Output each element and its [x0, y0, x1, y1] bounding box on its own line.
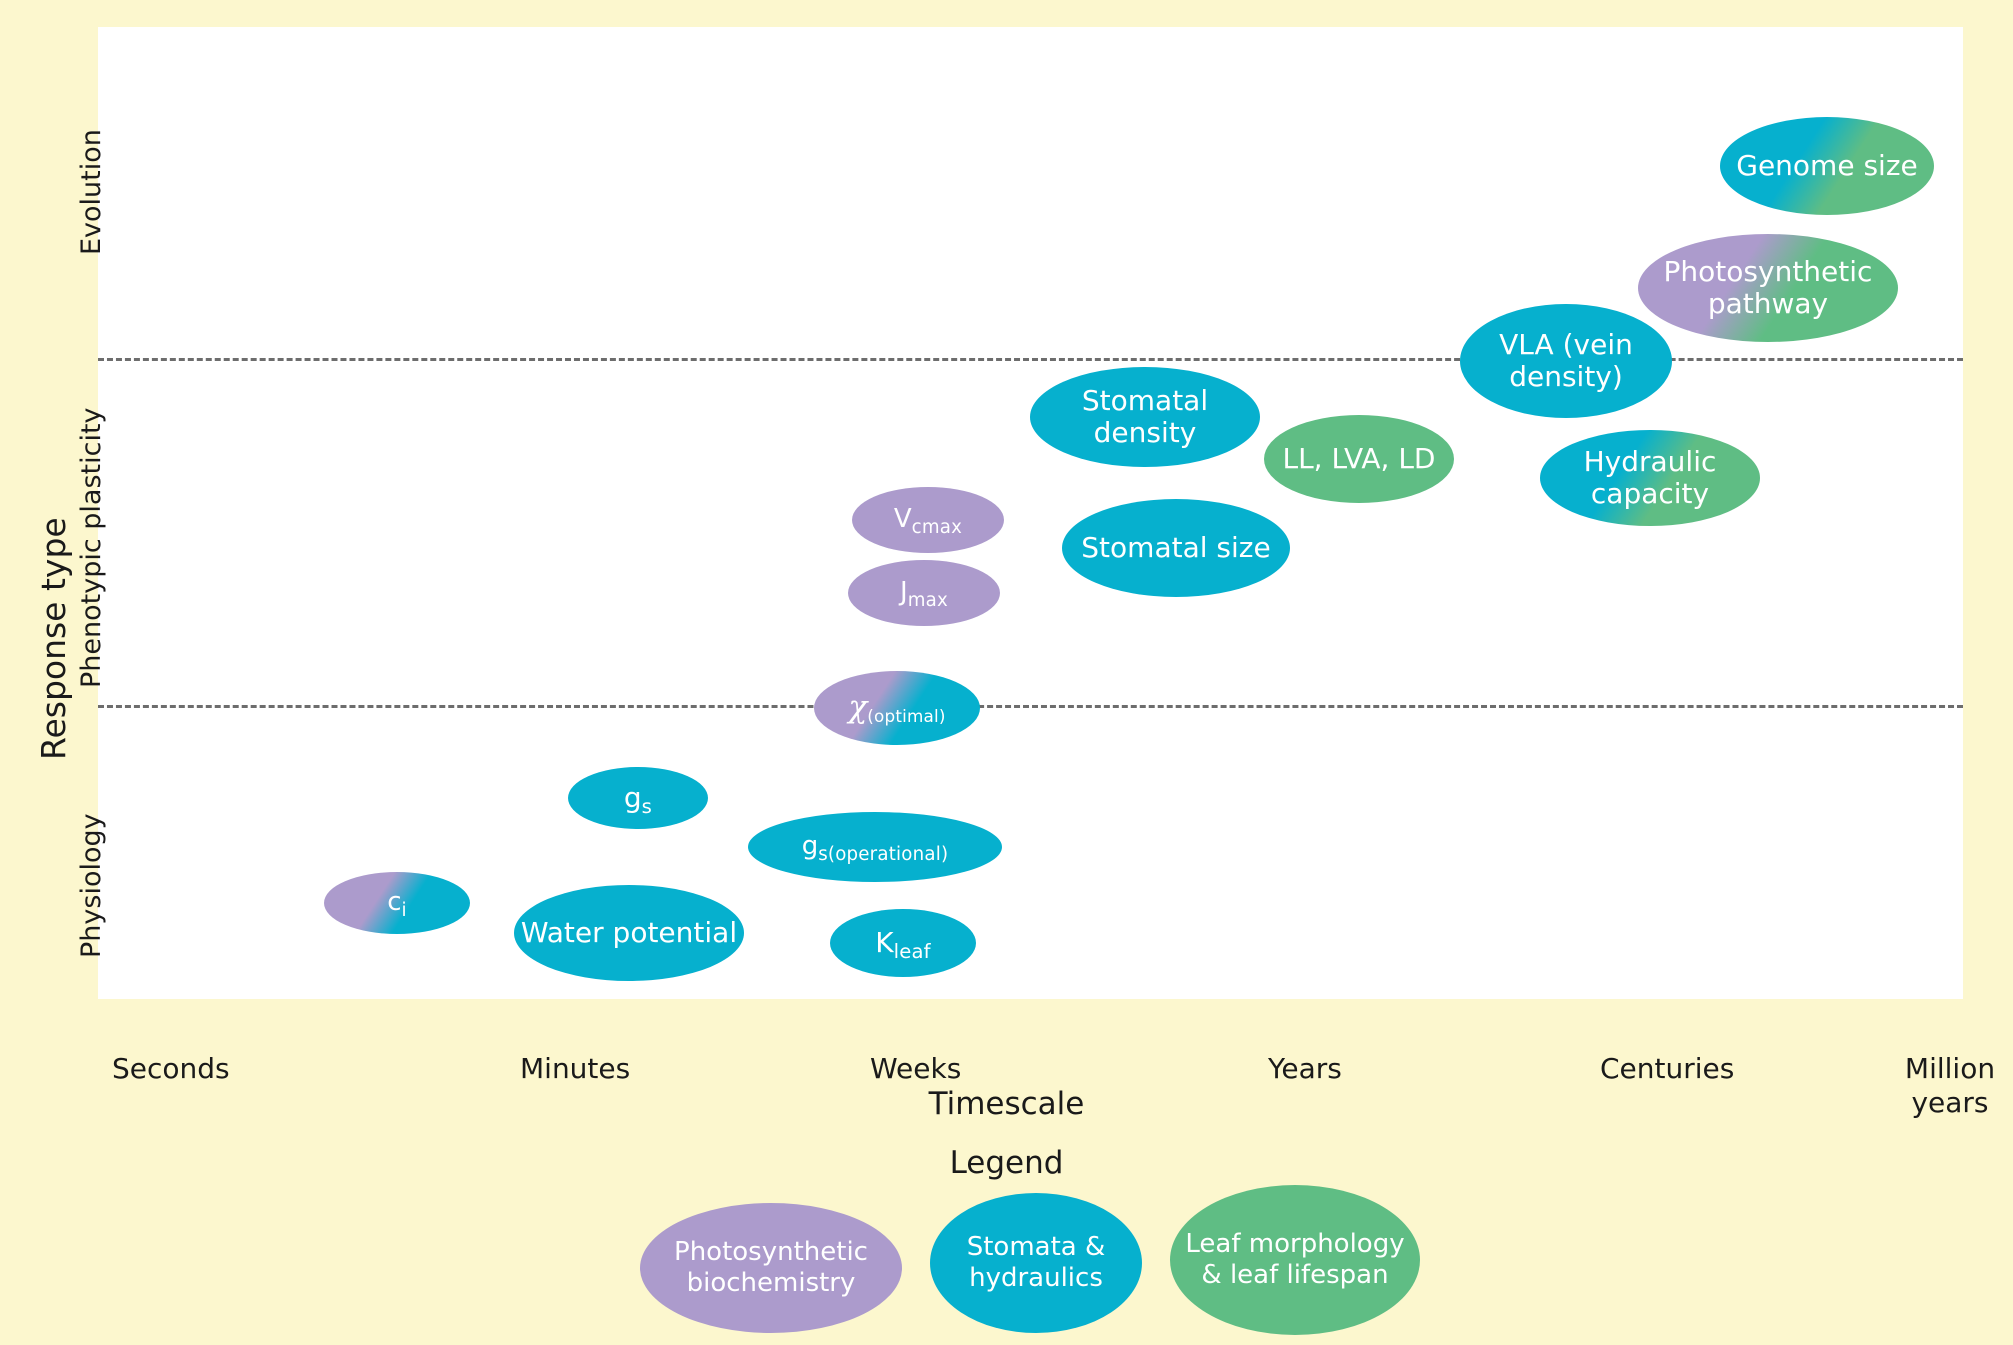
bubble-label: Vcmax: [893, 504, 963, 538]
bubble-jmax[interactable]: Jmax: [848, 560, 1000, 626]
bubble-ll-lva-ld[interactable]: LL, LVA, LD: [1264, 415, 1454, 503]
bubble-label: ci: [387, 887, 407, 921]
bubble-label: Jmax: [900, 577, 948, 611]
x-tick-minutes: Minutes: [520, 1052, 631, 1085]
bubble-label: gs(operational): [801, 831, 949, 865]
y-tick-physiology: Physiology: [76, 813, 107, 958]
legend-title: Legend: [949, 1145, 1064, 1181]
divider-evolution-plasticity: [98, 358, 1963, 361]
bubble-label: Photosynthetic pathway: [1663, 254, 1873, 320]
bubble-subscript: (optimal): [867, 706, 946, 727]
bubble-subscript: leaf: [893, 939, 931, 963]
divider-plasticity-physiology: [98, 705, 1963, 708]
bubble-label: Water potential: [520, 915, 738, 949]
legend-item-leaf-morphology-lifespan[interactable]: Leaf morphology & leaf lifespan: [1170, 1185, 1420, 1335]
bubble-label: Kleaf: [875, 925, 931, 963]
y-tick-evolution: Evolution: [76, 129, 107, 255]
plot-area: Genome size Photosynthetic pathway VLA (…: [98, 27, 1963, 999]
legend-item-label: Leaf morphology & leaf lifespan: [1185, 1228, 1405, 1290]
bubble-photosynthetic-pathway[interactable]: Photosynthetic pathway: [1638, 234, 1898, 342]
bubble-water-potential[interactable]: Water potential: [514, 885, 744, 981]
bubble-ci[interactable]: ci: [324, 872, 470, 934]
x-tick-million-years: Million years: [1904, 1052, 1996, 1120]
legend-item-label: Stomata & hydraulics: [966, 1231, 1106, 1293]
bubble-subscript: s(operational): [818, 843, 949, 865]
x-tick-centuries: Centuries: [1600, 1052, 1735, 1085]
x-tick-seconds: Seconds: [112, 1052, 230, 1085]
bubble-label: Hydraulic capacity: [1583, 444, 1717, 510]
legend-item-label: Photosynthetic biochemistry: [674, 1236, 868, 1298]
bubble-kleaf[interactable]: Kleaf: [830, 909, 976, 977]
bubble-stomatal-size[interactable]: Stomatal size: [1062, 499, 1290, 597]
x-tick-years: Years: [1268, 1052, 1342, 1085]
bubble-label: Stomatal density: [1081, 383, 1209, 449]
bubble-chi-optimal[interactable]: χ(optimal): [814, 671, 980, 745]
y-tick-phenotypic-plasticity: Phenotypic plasticity: [76, 407, 107, 688]
bubble-subscript: cmax: [911, 516, 963, 538]
x-tick-weeks: Weeks: [870, 1052, 962, 1085]
x-axis-title: Timescale: [928, 1086, 1085, 1122]
bubble-vcmax[interactable]: Vcmax: [852, 487, 1004, 553]
bubble-subscript: i: [401, 899, 407, 921]
bubble-genome-size[interactable]: Genome size: [1720, 117, 1934, 215]
legend-item-photosynthetic-biochemistry[interactable]: Photosynthetic biochemistry: [640, 1203, 902, 1333]
bubble-stomatal-density[interactable]: Stomatal density: [1030, 367, 1260, 467]
bubble-subscript: max: [907, 589, 948, 611]
legend-item-stomata-hydraulics[interactable]: Stomata & hydraulics: [930, 1193, 1142, 1333]
legend-row: Photosynthetic biochemistry Stomata & hy…: [640, 1185, 1430, 1335]
bubble-label: gs: [623, 780, 653, 818]
bubble-subscript: s: [641, 794, 653, 818]
bubble-gs[interactable]: gs: [568, 767, 708, 829]
bubble-label: Genome size: [1736, 148, 1918, 182]
y-axis-title: Response type: [34, 517, 73, 760]
bubble-label: VLA (vein density): [1499, 327, 1633, 393]
bubble-label: LL, LVA, LD: [1282, 441, 1436, 475]
bubble-vla-vein-density[interactable]: VLA (vein density): [1460, 304, 1672, 418]
bubble-hydraulic-capacity[interactable]: Hydraulic capacity: [1540, 430, 1760, 526]
bubble-label: χ(optimal): [848, 689, 946, 727]
bubble-gs-operational[interactable]: gs(operational): [748, 812, 1002, 882]
bubble-label: Stomatal size: [1081, 530, 1271, 564]
